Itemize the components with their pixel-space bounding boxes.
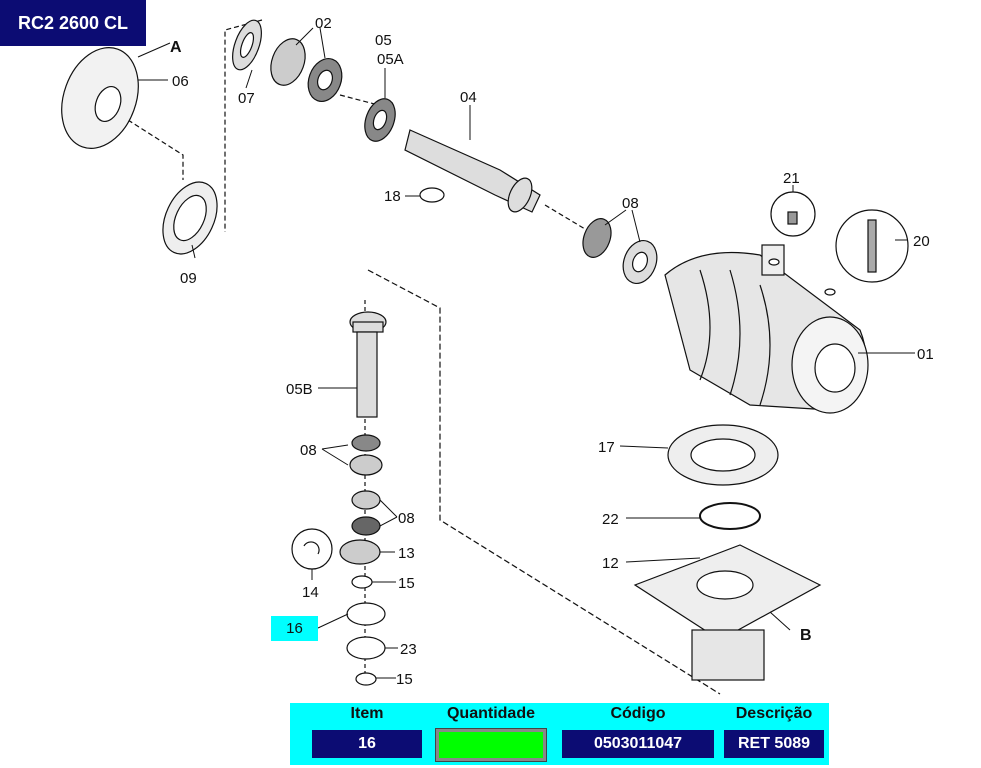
- label-15-lower: 15: [396, 671, 413, 688]
- part-22-oring: [699, 502, 761, 530]
- header-descricao: Descrição: [735, 705, 813, 722]
- part-09-gasket: [162, 181, 218, 255]
- descricao-value: RET 5089: [724, 730, 824, 758]
- label-05A: 05A: [377, 51, 404, 68]
- header-item: Item: [350, 705, 384, 722]
- codigo-value: 0503011047: [562, 730, 714, 758]
- part-17-gasket: [667, 424, 779, 486]
- part-05B-shaft: [349, 311, 387, 418]
- label-08-left: 08: [300, 442, 317, 459]
- vertical-stack-parts: [339, 434, 386, 686]
- label-01: 01: [917, 346, 934, 363]
- part-14-circlip: [291, 528, 333, 570]
- part-04-shaft: [404, 129, 541, 213]
- part-21-plug: [770, 191, 816, 237]
- label-08-top: 08: [622, 195, 639, 212]
- part-12-flange: [633, 544, 822, 681]
- label-12: 12: [602, 555, 619, 572]
- label-17: 17: [598, 439, 615, 456]
- header-codigo: Código: [610, 705, 666, 722]
- label-08-right: 08: [398, 510, 415, 527]
- part-05-bearing: [364, 98, 396, 142]
- label-15-upper: 15: [398, 575, 415, 592]
- label-13: 13: [398, 545, 415, 562]
- label-21: 21: [783, 170, 800, 187]
- part-18-key: [419, 187, 445, 203]
- label-20: 20: [913, 233, 930, 250]
- label-02: 02: [315, 15, 332, 32]
- label-23: 23: [400, 641, 417, 658]
- model-title: RC2 2600 CL: [0, 0, 146, 46]
- item-value: 16: [312, 730, 422, 758]
- label-18: 18: [384, 188, 401, 205]
- part-07-ring: [232, 19, 262, 71]
- label-09: 09: [180, 270, 197, 287]
- label-A: A: [170, 39, 182, 56]
- label-04: 04: [460, 89, 477, 106]
- label-07: 07: [238, 90, 255, 107]
- label-05: 05: [375, 32, 392, 49]
- label-B: B: [800, 627, 812, 644]
- part-01-housing: [664, 244, 869, 414]
- quantidade-input[interactable]: [435, 728, 547, 762]
- part-20-bolt: [835, 209, 909, 283]
- label-05B: 05B: [286, 381, 313, 398]
- exploded-parts-diagram: A 06 07 02 05 05A 04 18 08 21 20 01 09 1…: [61, 15, 934, 695]
- label-22: 22: [602, 511, 619, 528]
- label-16-highlighted[interactable]: 16: [271, 616, 318, 641]
- part-02-bearing: [270, 38, 343, 102]
- part-info-panel: Item Quantidade Código Descrição 16 0503…: [290, 703, 829, 765]
- header-quantidade: Quantidade: [446, 705, 535, 722]
- part-08-bearings: [582, 218, 658, 284]
- label-06: 06: [172, 73, 189, 90]
- label-14: 14: [302, 584, 319, 601]
- part-06-cover: [61, 47, 139, 149]
